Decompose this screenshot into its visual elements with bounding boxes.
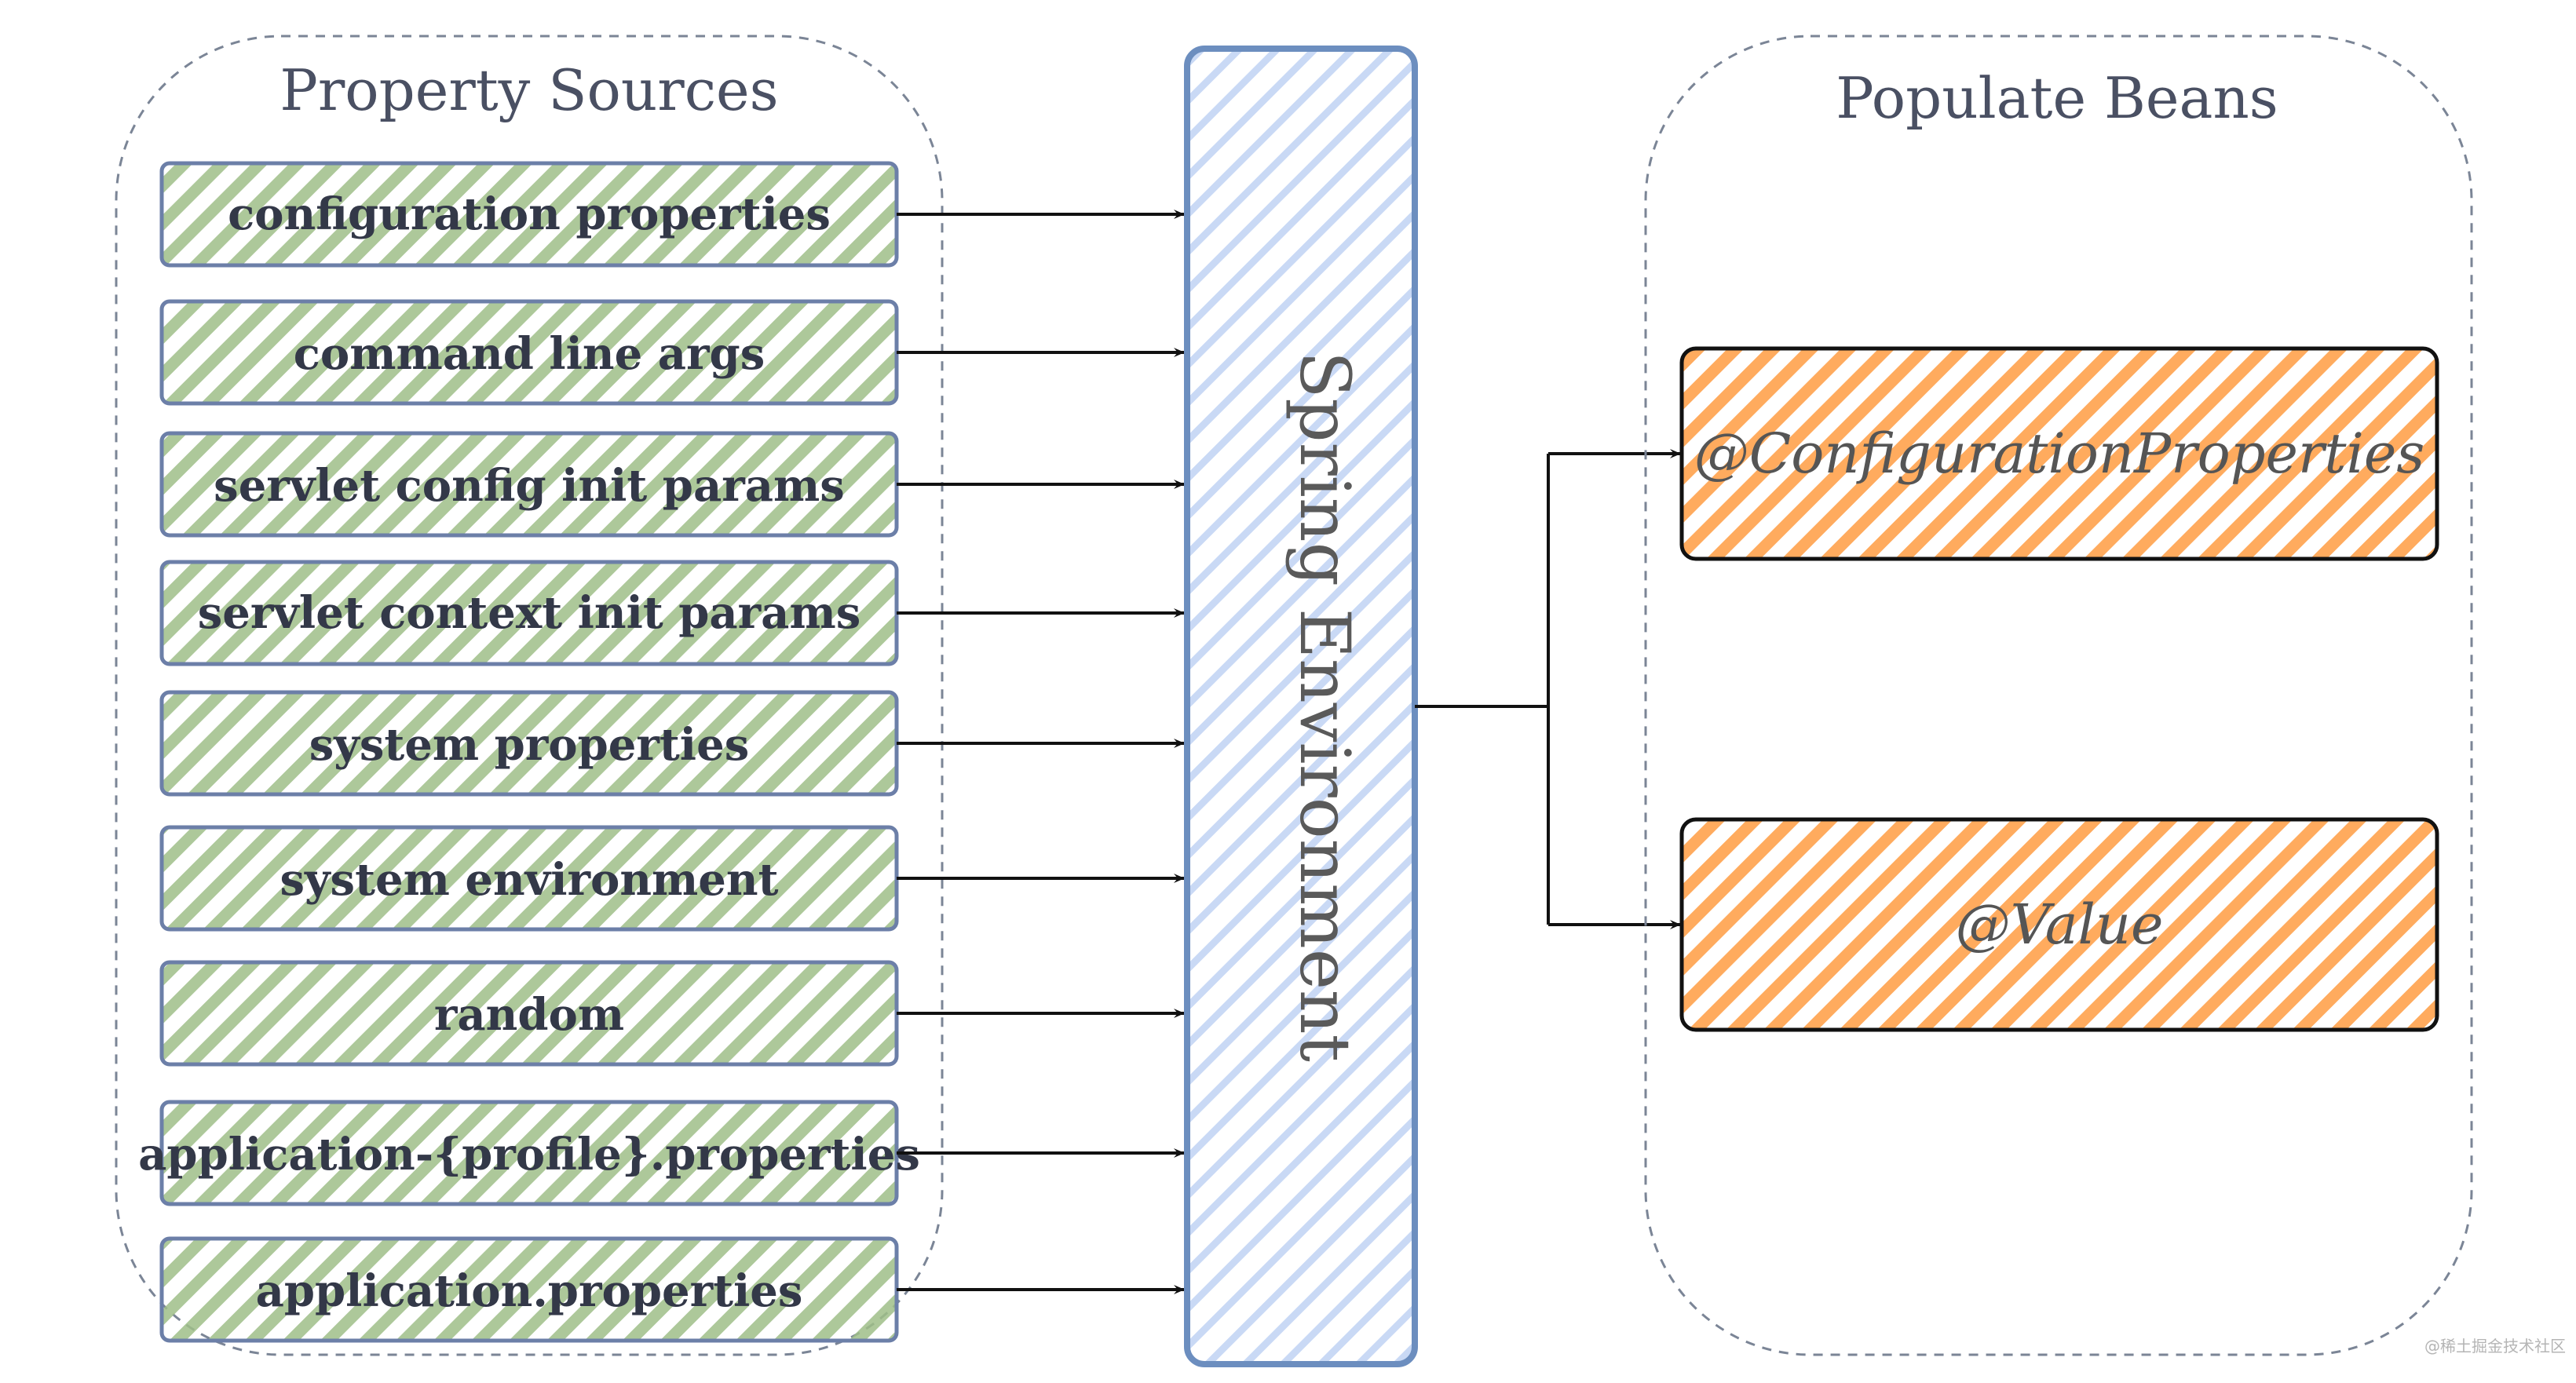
source-box-application-properties[interactable]: application.properties xyxy=(159,1236,899,1343)
source-box-servlet-context-init-params[interactable]: servlet context init params xyxy=(159,560,899,666)
source-arrows xyxy=(897,210,1185,1294)
bean-box-value[interactable]: @Value xyxy=(1679,817,2439,1032)
source-box-servlet-config-init-params[interactable]: servlet config init params xyxy=(159,431,899,538)
source-box-system-environment[interactable]: system environment xyxy=(159,825,899,932)
source-label: servlet config init params xyxy=(214,460,845,512)
populate-beans-group: Populate Beans @ConfigurationProperties … xyxy=(1644,35,2473,1356)
bean-label: @ConfigurationProperties xyxy=(1694,421,2425,486)
bean-box-bg xyxy=(1679,346,2439,561)
source-box-system-properties[interactable]: system properties xyxy=(159,690,899,797)
source-box-configuration-properties[interactable]: configuration properties xyxy=(159,161,899,268)
source-label: system properties xyxy=(309,719,749,771)
populate-beans-title: Populate Beans xyxy=(1836,65,2278,131)
watermark: @稀土掘金技术社区 xyxy=(2424,1337,2566,1356)
property-sources-title: Property Sources xyxy=(280,57,778,123)
source-label: command line args xyxy=(294,328,765,380)
bean-box-configuration-properties[interactable]: @ConfigurationProperties xyxy=(1679,346,2439,561)
bean-box-bg xyxy=(1679,817,2439,1032)
source-box-random[interactable]: random xyxy=(159,960,899,1067)
source-box-application-profile-properties[interactable]: application-{profile}.properties xyxy=(138,1100,920,1206)
source-label: application-{profile}.properties xyxy=(138,1129,920,1180)
source-label: servlet context init params xyxy=(198,587,861,639)
source-label: application.properties xyxy=(256,1265,803,1317)
source-box-command-line-args[interactable]: command line args xyxy=(159,299,899,406)
bean-connectors xyxy=(1415,449,1681,929)
source-label: random xyxy=(434,989,624,1041)
source-label: system environment xyxy=(280,854,778,906)
source-label: configuration properties xyxy=(228,188,831,240)
property-sources-border xyxy=(115,35,944,1356)
spring-environment-box[interactable]: Spring Environment xyxy=(1184,46,1418,1367)
bean-label: @Value xyxy=(1956,892,2164,957)
populate-beans-border xyxy=(1644,35,2473,1356)
spring-environment-label: Spring Environment xyxy=(1284,351,1365,1062)
property-sources-group: Property Sources configuration propertie… xyxy=(115,35,944,1356)
